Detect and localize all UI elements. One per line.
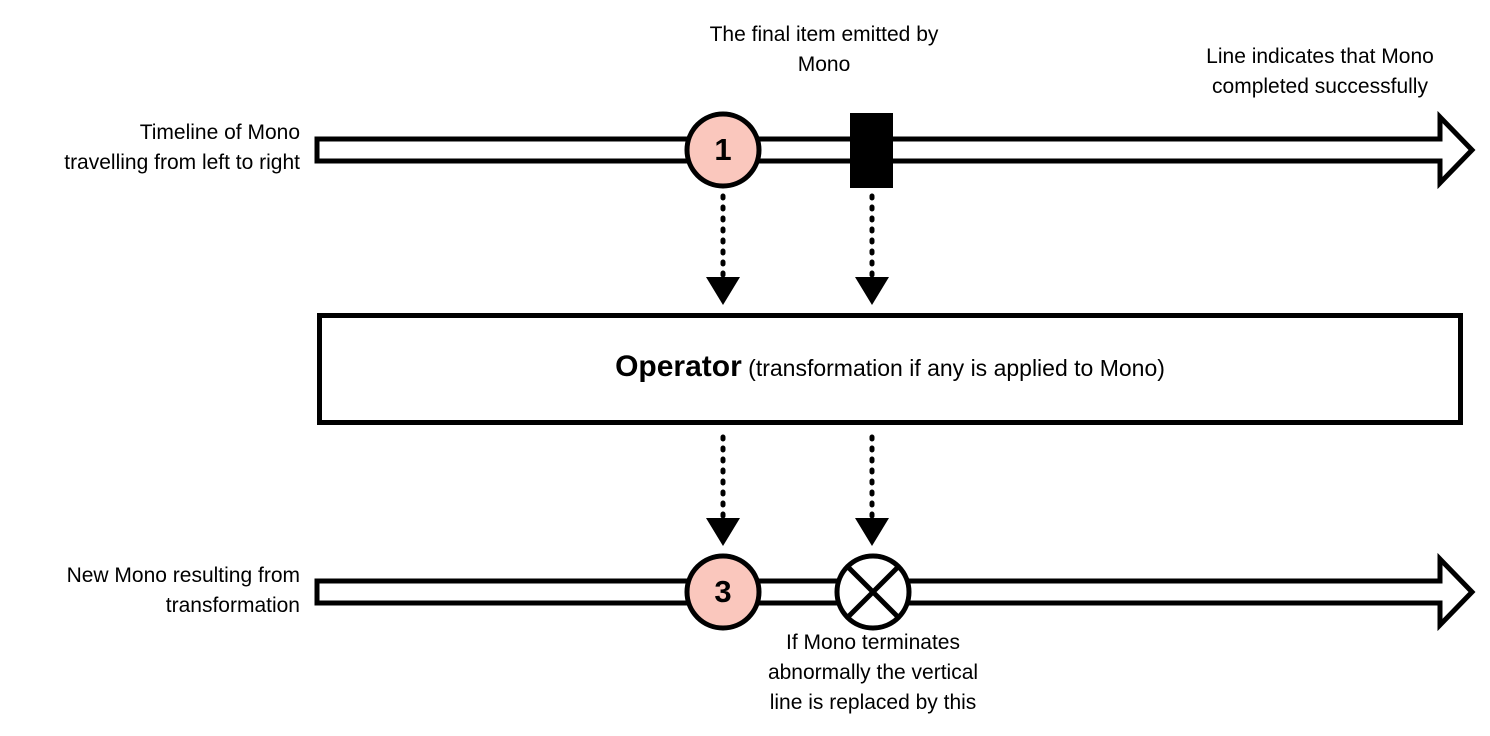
connector-operator-to-new-terminator [855, 434, 889, 546]
operator-name: Operator [615, 350, 742, 383]
bottom-item-marble-3 [684, 553, 762, 631]
operator-note: (transformation if any is applied to Mon… [748, 355, 1165, 381]
error-terminator-annotation: If Mono terminates abnormally the vertic… [767, 631, 979, 714]
top-item-value: 1 [714, 132, 732, 167]
bottom-error-terminator [834, 553, 912, 631]
top-item-marble-1 [684, 111, 762, 189]
final-item-annotation: The final item emitted by Mono [709, 23, 939, 76]
completion-annotation: Line indicates that Mono completed succe… [1206, 45, 1434, 98]
connector-operator-to-new-item [706, 434, 740, 546]
connector-item-to-operator [706, 193, 740, 305]
top-completion-bar [850, 113, 893, 188]
operator-box [317, 313, 1463, 425]
top-timeline-arrow [314, 110, 1476, 190]
connector-terminator-to-operator [855, 193, 889, 305]
top-timeline-label: Timeline of Mono travelling from left to… [64, 121, 300, 174]
bottom-timeline-label: New Mono resulting from transformation [66, 564, 300, 617]
operator-label: Operator (transformation if any is appli… [317, 350, 1463, 384]
bottom-item-value: 3 [714, 574, 732, 609]
